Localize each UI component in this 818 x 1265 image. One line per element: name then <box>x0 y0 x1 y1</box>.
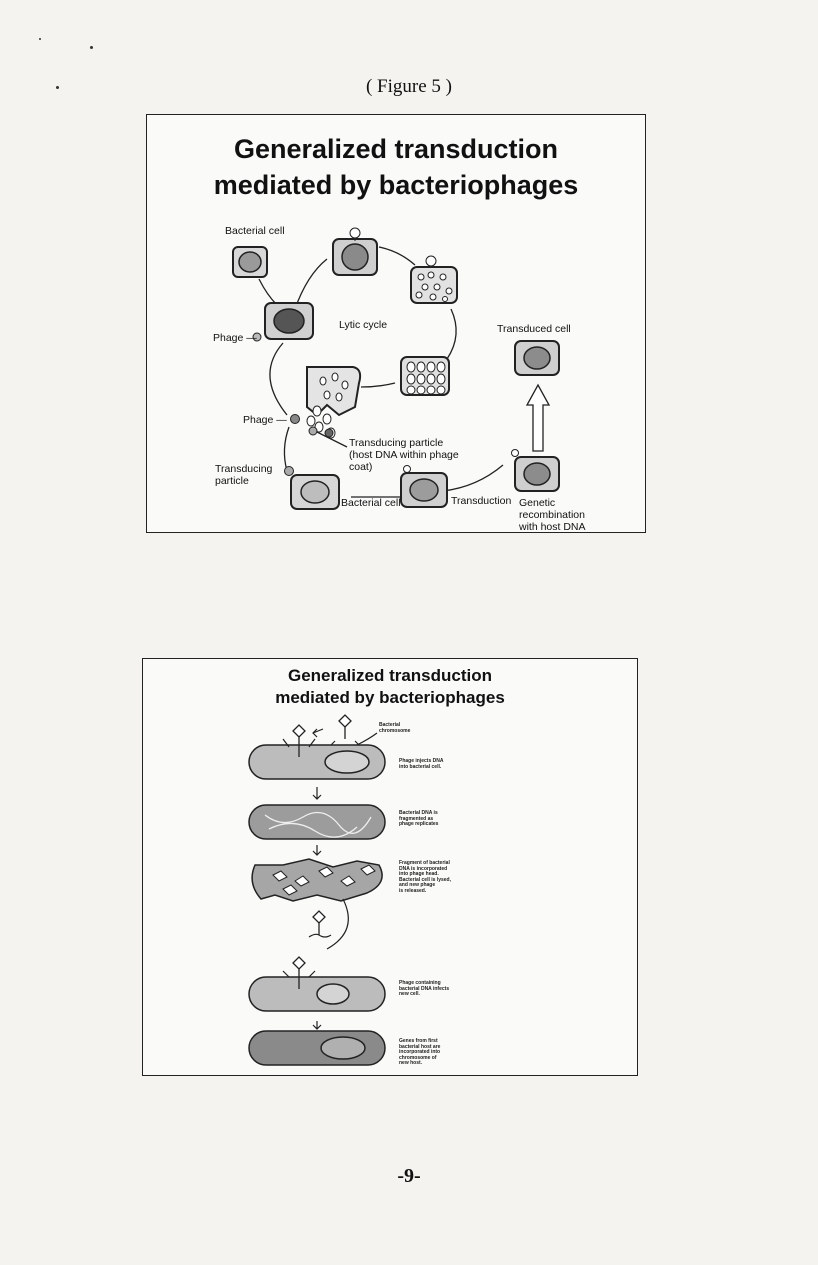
transduced-bottom-cell <box>400 465 448 508</box>
lysed-cell <box>290 366 362 439</box>
slide2-title: Generalized transduction mediated by bac… <box>275 666 505 707</box>
label-bacterial-chromosome: Bacterial chromosome <box>379 722 411 734</box>
speck <box>90 46 93 49</box>
label-transduced-cell: Transduced cell <box>497 323 571 335</box>
speck <box>56 86 59 89</box>
label-phage-2: Phage — <box>243 414 287 426</box>
label-phage-1: Phage — <box>213 332 257 344</box>
label-genetic-recombination: Genetic recombination with host DNA <box>519 497 586 533</box>
transduction-steps-diagram <box>248 714 386 1066</box>
bacterial-cell <box>232 246 268 278</box>
speck <box>39 38 41 40</box>
phage-filled-cell <box>400 356 450 396</box>
step4-caption: Phage containing bacterial DNA infects n… <box>399 980 450 997</box>
infected-cell <box>332 227 378 276</box>
step5-caption: Genes from first bacterial host are inco… <box>399 1038 441 1066</box>
label-transducing-particle-left: Transducing particle <box>215 463 273 487</box>
label-transduction: Transduction <box>451 495 512 507</box>
step3-caption: Fragment of bacterial DNA is incorporate… <box>399 860 451 894</box>
label-transducing-particle-note: Transducing particle (host DNA within ph… <box>349 437 459 473</box>
label-bacterial-cell-bottom: Bacterial cell <box>341 497 401 509</box>
label-lytic-cycle: Lytic cycle <box>339 319 388 331</box>
transduced-cell <box>514 340 560 376</box>
label-bacterial-cell-top: Bacterial cell <box>225 225 285 237</box>
figure-caption: ( Figure 5 ) <box>365 76 452 97</box>
recombination-cell <box>511 449 560 492</box>
slide-lytic-cycle-diagram: Generalized transduction mediated by bac… <box>146 114 646 533</box>
slide1-title: Generalized transduction mediated by bac… <box>213 134 579 200</box>
phage-attached-cell <box>252 302 314 342</box>
step1-caption: Phage injects DNA into bacterial cell. <box>399 758 444 770</box>
page-number: -9- <box>397 1165 421 1187</box>
replicating-cell <box>410 255 458 304</box>
step2-caption: Bacterial DNA is fragmented as phage rep… <box>399 810 439 827</box>
slide-transduction-steps: Generalized transduction mediated by bac… <box>142 658 638 1076</box>
bottom-bacterial-cell <box>290 474 340 510</box>
transducing-particle-icon <box>284 466 294 476</box>
lytic-cycle-diagram <box>232 227 560 510</box>
